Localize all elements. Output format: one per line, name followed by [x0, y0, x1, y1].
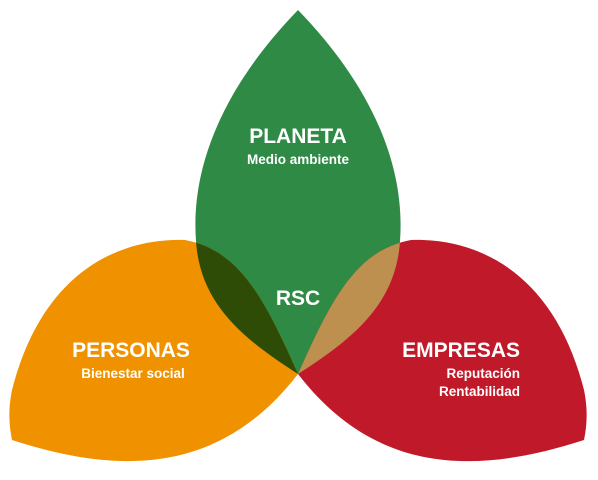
- personas-subtitle: Bienestar social: [81, 366, 185, 381]
- personas-title: PERSONAS: [72, 339, 190, 362]
- empresas-subtitle-rentabilidad: Rentabilidad: [439, 384, 520, 399]
- planeta-personas-overlap: [195, 239, 298, 374]
- rsc-label: RSC: [276, 287, 320, 310]
- planeta-title: PLANETA: [249, 125, 347, 148]
- planeta-empresas-overlap: [298, 239, 401, 374]
- planeta-subtitle: Medio ambiente: [247, 152, 350, 167]
- empresas-subtitle-reputacion: Reputación: [446, 366, 520, 381]
- empresas-title: EMPRESAS: [402, 339, 520, 362]
